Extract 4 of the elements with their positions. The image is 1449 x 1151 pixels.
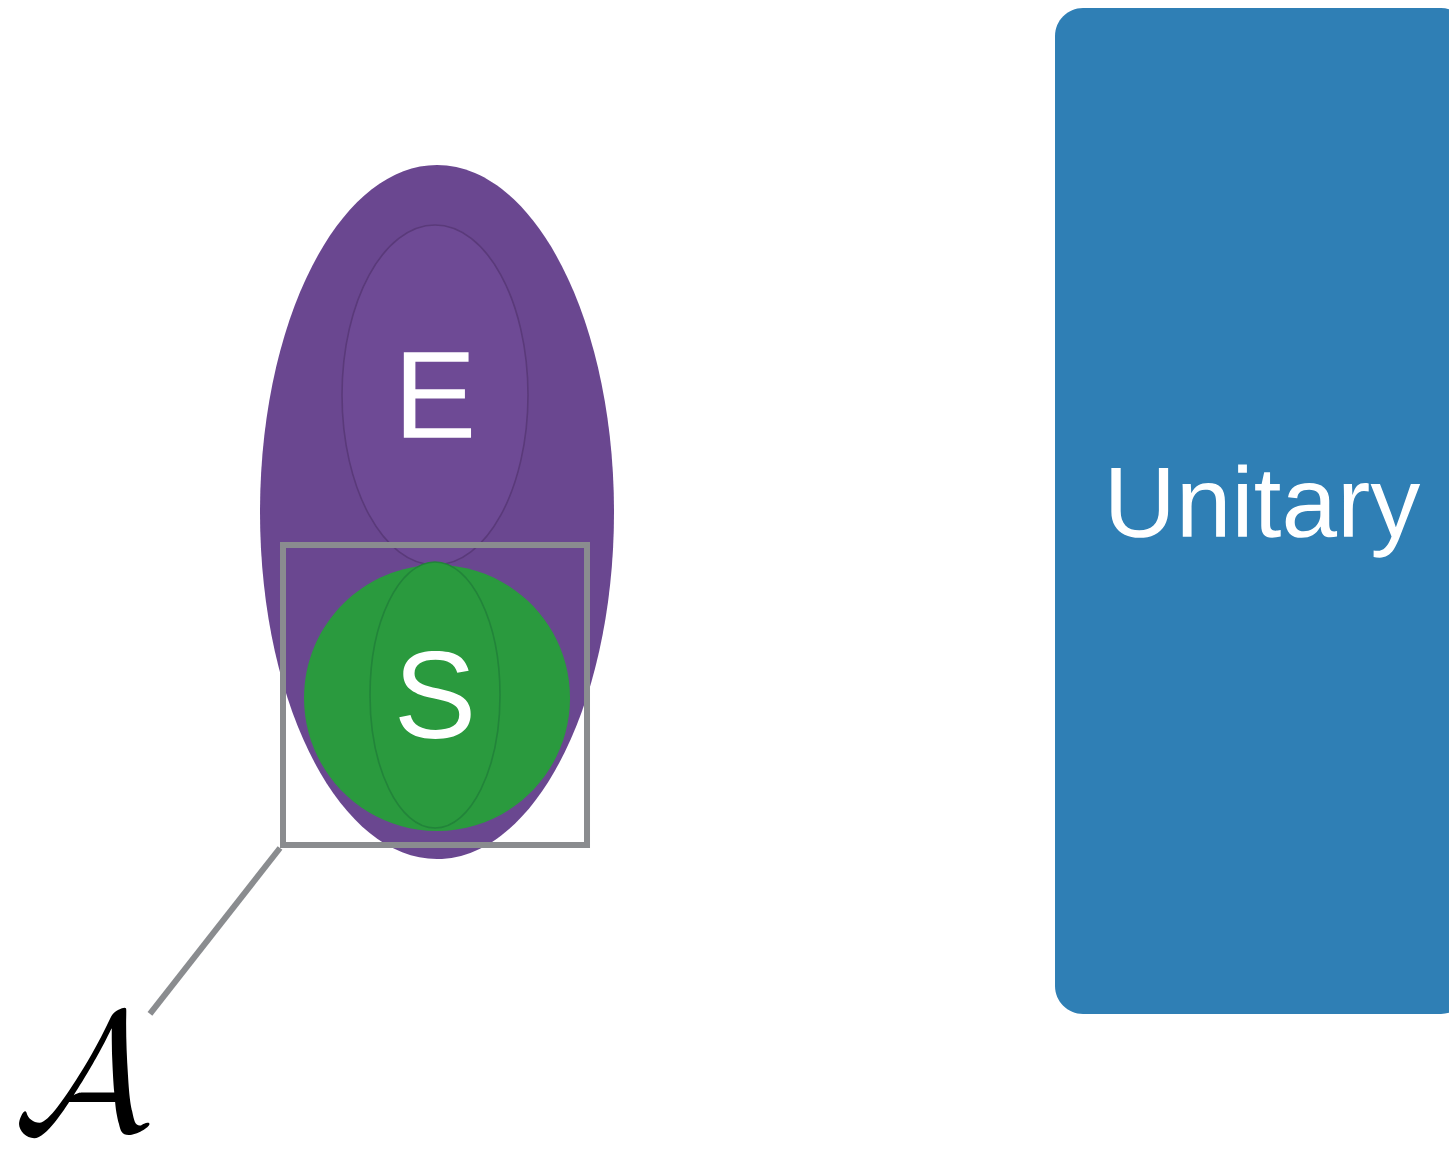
callout-box bbox=[280, 542, 590, 848]
rounded-panel: Unitary bbox=[1055, 8, 1449, 1014]
leader-line bbox=[147, 846, 283, 1016]
math-symbol: $\mathcal{A}$ bbox=[19, 1007, 150, 1139]
